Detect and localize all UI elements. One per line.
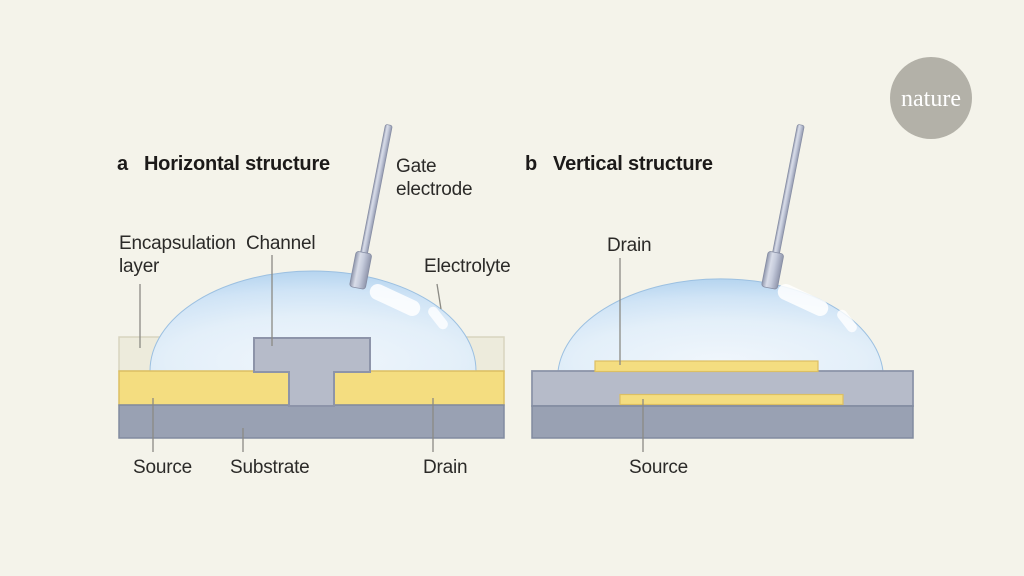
- label-electrolyte: Electrolyte: [424, 256, 511, 277]
- panel-a-title: a Horizontal structure: [117, 153, 330, 176]
- leader-lines-b: [619, 258, 644, 452]
- panel-b-letter: b: [525, 153, 538, 175]
- nature-logo-circle: [890, 57, 972, 139]
- panel-b-title-text: Vertical structure: [553, 153, 713, 175]
- label-gate-electrode: Gate electrode: [396, 156, 473, 201]
- leader-lines-a: [139, 255, 442, 452]
- channel-t-shape-a: [253, 337, 371, 407]
- gate-electrode-rod-a: [349, 124, 393, 290]
- electrolyte-droplet-b: [557, 278, 884, 372]
- source-electrode-a: [118, 370, 290, 406]
- substrate-a: [118, 404, 505, 439]
- drain-electrode-a: [333, 370, 505, 406]
- panel-a-title-text: Horizontal structure: [143, 153, 330, 175]
- droplet-highlight: [428, 306, 448, 330]
- label-encapsulation-layer: Encapsulation layer: [119, 233, 236, 278]
- gate-electrode-rod-b: [761, 124, 805, 290]
- droplet-highlight: [369, 283, 421, 317]
- panel-a-device: [118, 124, 505, 452]
- label-substrate-a: Substrate: [230, 457, 310, 478]
- label-source-b: Source: [629, 457, 689, 478]
- label-source-a: Source: [133, 457, 193, 478]
- label-channel: Channel: [246, 233, 316, 254]
- panel-b-title: b Vertical structure: [525, 153, 713, 176]
- droplet-highlight: [777, 283, 829, 317]
- label-drain-a: Drain: [423, 457, 468, 478]
- drain-electrode-b: [594, 360, 819, 373]
- leader-line: [436, 283, 442, 310]
- droplet-highlight: [837, 309, 857, 333]
- panel-b-device: [531, 124, 914, 452]
- substrate-b: [531, 405, 914, 439]
- label-drain-b: Drain: [607, 235, 652, 256]
- source-electrode-b: [619, 393, 844, 406]
- panel-a-letter: a: [117, 153, 128, 175]
- nature-logo-text: nature: [901, 86, 961, 112]
- nature-logo: nature: [890, 57, 972, 139]
